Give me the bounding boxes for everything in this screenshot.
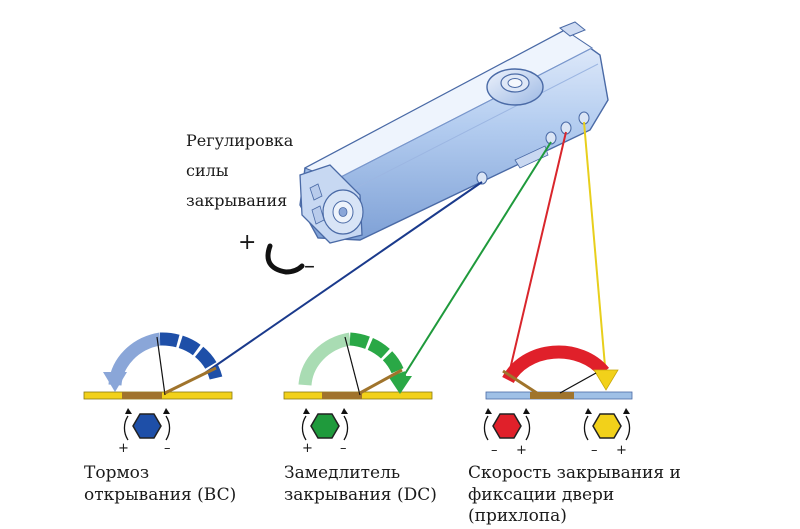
caption-bc-line2: открывания (BC) bbox=[84, 485, 236, 505]
rotation-arrows-bc-icon bbox=[123, 415, 171, 441]
valve-screw-sc bbox=[560, 111, 590, 135]
dc-minus-sign: – bbox=[340, 441, 347, 456]
closing-force-plus-sign: + bbox=[238, 230, 256, 255]
closing-force-label-line1: Регулировка bbox=[186, 131, 294, 150]
rotation-arrows-sc-red-icon bbox=[483, 415, 531, 441]
valve-diagram-bc: + – Тормоз открывания (BC) bbox=[83, 332, 236, 505]
connector-lines bbox=[204, 121, 607, 386]
closing-force-label: Регулировка силы закрывания + – bbox=[186, 131, 315, 279]
caption-sc-line1: Скорость закрывания и bbox=[468, 463, 681, 483]
door-leaf-sc bbox=[530, 392, 574, 399]
connector-line-sc-yellow bbox=[583, 121, 607, 379]
rotation-arrows-sc-yellow-icon bbox=[583, 415, 631, 441]
sc-red-plus-sign: + bbox=[516, 443, 527, 458]
door-closer-body bbox=[299, 21, 609, 244]
rotation-arrows-dc-icon bbox=[301, 415, 349, 441]
hex-nut-dc-icon bbox=[310, 413, 340, 439]
bc-plus-sign: + bbox=[118, 441, 129, 456]
bc-minus-sign: – bbox=[164, 441, 171, 456]
hex-nut-sc-red-icon bbox=[492, 413, 522, 439]
sc-yellow-minus-sign: – bbox=[591, 443, 598, 458]
connector-line-sc-red bbox=[507, 131, 567, 379]
arrow-head-dc bbox=[388, 376, 412, 394]
closing-force-minus-sign: – bbox=[304, 254, 315, 279]
hex-nut-bc-icon bbox=[132, 413, 162, 439]
caption-bc-line1: Тормоз bbox=[84, 463, 149, 483]
valve-diagram-dc: + – Замедлитель закрывания (DC) bbox=[283, 332, 437, 505]
caption-dc-line1: Замедлитель bbox=[284, 463, 400, 483]
door-leaf-dc bbox=[322, 392, 362, 399]
door-leaf-bc bbox=[122, 392, 162, 399]
caption-sc-line3: (прихлопа) bbox=[468, 506, 567, 526]
valve-screw-bc bbox=[476, 171, 488, 185]
caption-dc-line2: закрывания (DC) bbox=[284, 485, 437, 505]
caption-sc-line2: фиксации двери bbox=[468, 485, 614, 505]
closing-force-rotation-icon bbox=[265, 243, 305, 275]
closing-force-label-line2: силы bbox=[186, 161, 229, 180]
sc-red-minus-sign: – bbox=[491, 443, 498, 458]
hex-nut-sc-yellow-icon bbox=[592, 413, 622, 439]
pinion-cap bbox=[486, 68, 544, 106]
spring-adjust-end-cap bbox=[299, 164, 364, 244]
arrow-head-sc bbox=[593, 369, 619, 391]
sc-yellow-plus-sign: + bbox=[616, 443, 627, 458]
arrow-head-bc-left bbox=[103, 372, 127, 392]
valve-diagram-sc: – + – + Скорость закрывания и фиксации д… bbox=[468, 345, 681, 526]
connector-line-dc bbox=[397, 141, 552, 386]
closing-force-label-line3: закрывания bbox=[186, 191, 287, 210]
connector-line-bc bbox=[204, 181, 483, 374]
valve-screw-dc bbox=[545, 131, 557, 145]
dc-plus-sign: + bbox=[302, 441, 313, 456]
